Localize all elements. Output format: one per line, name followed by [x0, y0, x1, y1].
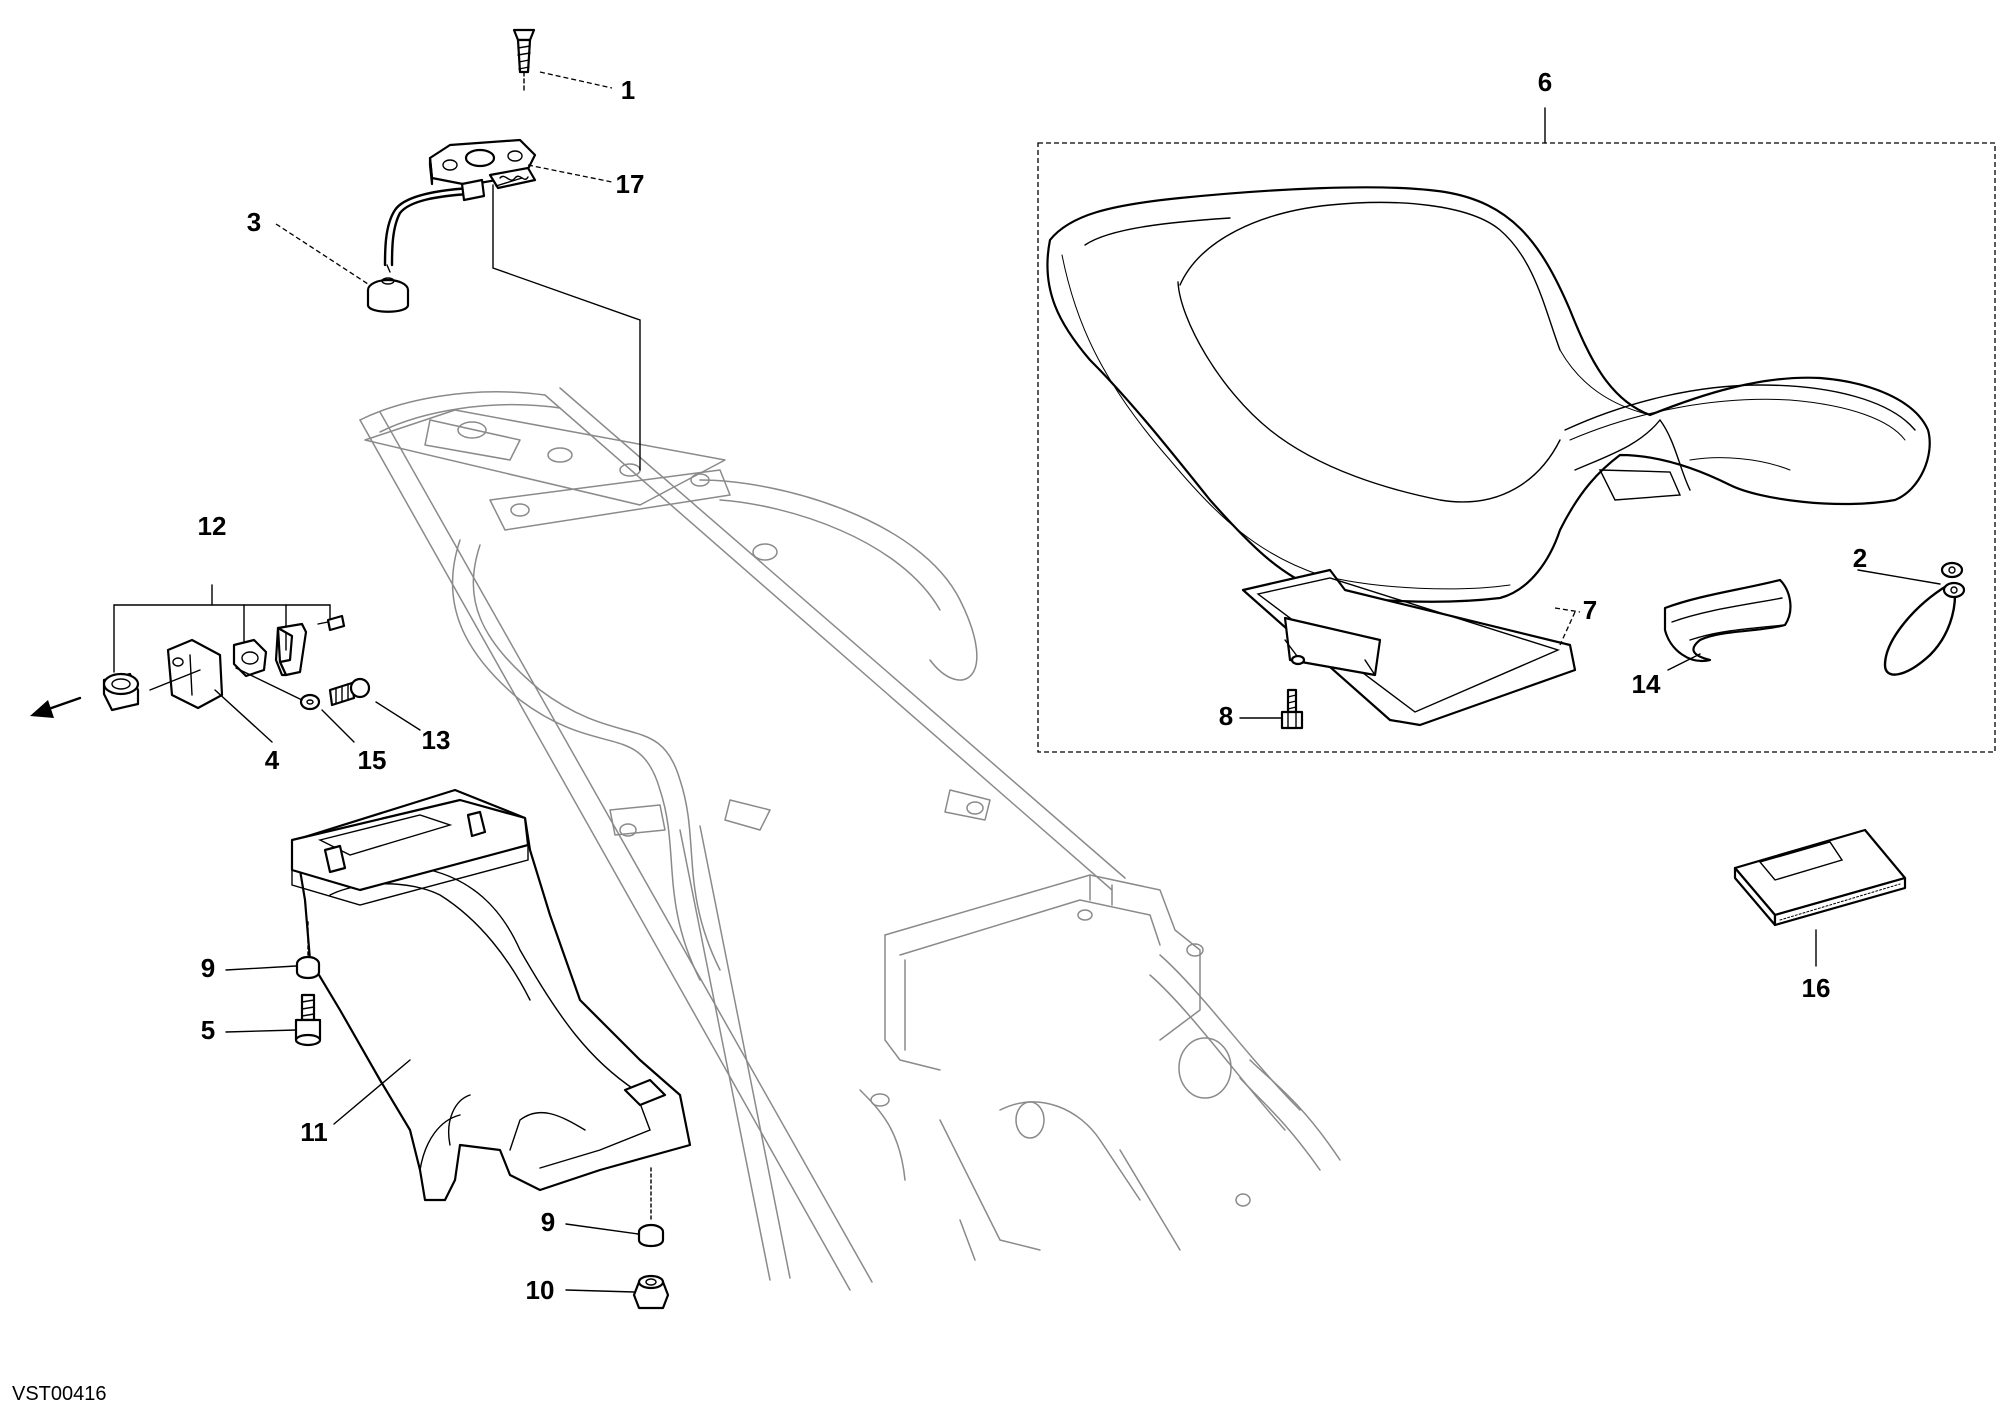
- washer-9-top-icon: [295, 919, 321, 980]
- callout-9: 9: [541, 1207, 555, 1237]
- front-direction-arrow-icon: [30, 696, 82, 718]
- callout-4: 4: [265, 745, 280, 775]
- bolt-13-icon: [328, 677, 371, 707]
- cable-2-icon: [1883, 561, 1966, 676]
- callout-8: 8: [1219, 701, 1233, 731]
- bolt-8-icon: [1280, 688, 1304, 730]
- callout-labels: 1 17 3 6 12 2 7 14 8 13 4 15 9 16 5 11 9 10: [198, 67, 1868, 1305]
- leader-lines: [214, 71, 1941, 1293]
- callout-12: 12: [198, 511, 227, 541]
- manual-16-icon: [1733, 828, 1907, 927]
- callout-7: 7: [1583, 595, 1597, 625]
- washer-9-bottom-icon: [637, 1167, 665, 1248]
- callout-3: 3: [247, 207, 261, 237]
- callout-6: 6: [1538, 67, 1552, 97]
- cam-plate-4-icon: [149, 638, 224, 710]
- drawing-code: VST00416: [12, 1383, 107, 1405]
- seat-pad-14-icon: [1663, 578, 1792, 663]
- nut-icon: [232, 638, 268, 678]
- rear-subframe-drawing: [359, 387, 1341, 1291]
- callout-2: 2: [1853, 543, 1867, 573]
- callout-16: 16: [1802, 973, 1831, 1003]
- release-cable-3-icon: [366, 178, 486, 313]
- lock-barrel-drawing: [30, 584, 371, 718]
- callout-11: 11: [300, 1117, 328, 1147]
- latch-17-icon: [428, 138, 537, 190]
- callout-14: 14: [1632, 669, 1661, 699]
- seat-drawing: [1046, 186, 1966, 927]
- seat-lock-drawing: [366, 28, 641, 471]
- nut-10-icon: [632, 1274, 670, 1310]
- callout-9: 9: [201, 953, 215, 983]
- callout-1: 1: [621, 75, 635, 105]
- undertray-drawing: [290, 788, 692, 1310]
- clip-icon: [274, 622, 308, 677]
- callout-15: 15: [358, 745, 387, 775]
- callout-17: 17: [616, 169, 645, 199]
- small-screw-icon: [317, 614, 346, 632]
- callout-10: 10: [526, 1275, 555, 1305]
- plug-icon: [102, 672, 140, 712]
- seat-assembly-group: [1037, 107, 1996, 753]
- washer-15-icon: [235, 667, 321, 711]
- callout-13: 13: [422, 725, 451, 755]
- bolt-5-icon: [294, 993, 322, 1047]
- callout-5: 5: [201, 1015, 215, 1045]
- screw-1-icon: [512, 28, 536, 91]
